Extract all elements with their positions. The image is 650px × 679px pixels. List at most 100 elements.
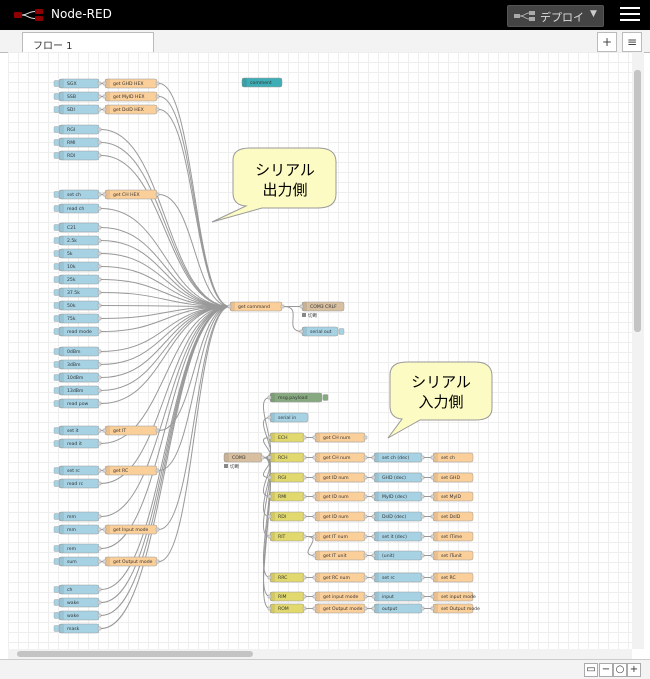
inject-node-14-body[interactable] [58,300,100,311]
row-template-node-9-input-port[interactable] [371,606,376,611]
function-node-0-input-port[interactable] [102,81,107,86]
row-function-node-7-output-port[interactable] [363,575,368,580]
serial-in-node-output-port[interactable] [260,455,265,460]
row-function-node-2[interactable]: get ID num [312,472,368,483]
inject-node-12-output-port[interactable] [97,277,102,282]
navigator-icon[interactable]: ▭ [584,663,598,677]
switch-node-8-body[interactable] [269,591,305,602]
row-template-node-7-output-port[interactable] [420,575,425,580]
inject-node-0-body[interactable] [58,78,100,89]
row-set-node-5[interactable]: set ITime [430,531,474,542]
switch-node-5-body[interactable] [269,531,305,542]
row-set-node-6-input-port[interactable] [430,553,435,558]
inject-node-23[interactable]: read it [53,438,102,449]
wire[interactable] [100,306,231,629]
inject-node-3[interactable]: RGI [53,124,102,135]
comment-node-body[interactable] [241,77,283,88]
row-function-node-8[interactable]: get input mode [312,591,368,602]
row-template-node-3[interactable]: MyID (dec) [371,491,425,502]
row-set-node-6[interactable]: set ITunit [430,550,474,561]
inject-node-30-button[interactable] [53,586,60,593]
inject-node-3-button[interactable] [53,126,60,133]
inject-node-33-output-port[interactable] [97,626,102,631]
switch-node-5-output-port[interactable] [302,534,307,539]
row-function-node-9-output-port[interactable] [363,606,368,611]
switch-node-2-output-port[interactable] [302,475,307,480]
row-function-node-0-input-port[interactable] [312,435,317,440]
wire[interactable] [100,306,231,404]
switch-node-4-body[interactable] [269,511,305,522]
inject-node-10[interactable]: 5k [53,248,102,259]
row-set-node-2-input-port[interactable] [430,475,435,480]
inject-node-9-button[interactable] [53,237,60,244]
row-template-node-6-input-port[interactable] [371,553,376,558]
row-set-node-9-input-port[interactable] [430,606,435,611]
inject-node-21-button[interactable] [53,400,60,407]
inject-node-3-body[interactable] [58,124,100,135]
row-set-node-7[interactable]: set RC [430,572,474,583]
debug-msg-payload-node-input-port[interactable] [267,395,272,400]
inject-node-25-output-port[interactable] [97,481,102,486]
row-function-node-4[interactable]: get ID num [312,511,368,522]
inject-node-4-button[interactable] [53,139,60,146]
get-command-node-output-port[interactable] [280,304,285,309]
row-template-node-5[interactable]: set it (dec) [371,531,425,542]
function-node-0-output-port[interactable] [155,81,160,86]
switch-node-9-output-port[interactable] [302,606,307,611]
inject-node-5-output-port[interactable] [97,153,102,158]
function-node-5-input-port[interactable] [102,468,107,473]
inject-node-8-button[interactable] [53,224,60,231]
row-function-node-7-input-port[interactable] [312,575,317,580]
inject-node-25[interactable]: read rc [53,478,102,489]
switch-node-4-output-port[interactable] [302,514,307,519]
switch-node-1[interactable]: RCH [267,452,307,463]
row-function-node-5[interactable]: get IT num [312,531,368,542]
wire[interactable] [100,306,231,444]
row-template-node-9-output-port[interactable] [420,606,425,611]
inject-node-10-body[interactable] [58,248,100,259]
wire[interactable] [158,109,231,307]
switch-node-8-output-port[interactable] [302,594,307,599]
inject-node-5-body[interactable] [58,150,100,161]
inject-node-16[interactable]: read mode [53,326,102,337]
wire[interactable] [305,536,316,556]
inject-node-12-button[interactable] [53,276,60,283]
main-menu-icon[interactable] [620,7,640,23]
inject-node-4[interactable]: RMI [53,137,102,148]
inject-node-31-button[interactable] [53,599,60,606]
inject-node-20[interactable]: 13dBm [53,385,102,396]
wire[interactable] [100,208,231,307]
inject-node-28[interactable]: rem [53,543,102,554]
wire[interactable] [100,129,231,307]
function-node-0[interactable]: get GHD HEX [102,78,160,89]
wire[interactable] [100,306,231,332]
inject-node-18[interactable]: 3dBm [53,359,102,370]
function-node-3-input-port[interactable] [102,192,107,197]
function-node-2[interactable]: get DsID HEX [102,104,160,115]
tab-list-icon[interactable]: ≡ [622,32,642,52]
inject-node-14-output-port[interactable] [97,303,102,308]
row-set-node-8-input-port[interactable] [430,594,435,599]
row-function-node-3-input-port[interactable] [312,494,317,499]
row-function-node-3[interactable]: get ID num [312,491,368,502]
row-function-node-9-input-port[interactable] [312,606,317,611]
wire[interactable] [158,306,231,431]
row-template-node-6[interactable]: (unit) [371,550,425,561]
inject-node-25-button[interactable] [53,480,60,487]
serial-in-debug-node-input-port[interactable] [267,415,272,420]
inject-node-27-output-port[interactable] [97,527,102,532]
function-node-6-output-port[interactable] [155,527,160,532]
switch-node-1-input-port[interactable] [267,455,272,460]
inject-node-2-output-port[interactable] [97,107,102,112]
inject-node-0-button[interactable] [53,80,60,87]
switch-node-8-input-port[interactable] [267,594,272,599]
wire[interactable] [100,306,231,549]
debug-msg-payload-node[interactable]: msg.payload [267,392,329,403]
inject-node-24-output-port[interactable] [97,468,102,473]
function-node-1-input-port[interactable] [102,94,107,99]
inject-node-15-body[interactable] [58,313,100,324]
inject-node-15[interactable]: 75k [53,313,102,324]
inject-node-30[interactable]: ch [53,584,102,595]
inject-node-18-output-port[interactable] [97,362,102,367]
